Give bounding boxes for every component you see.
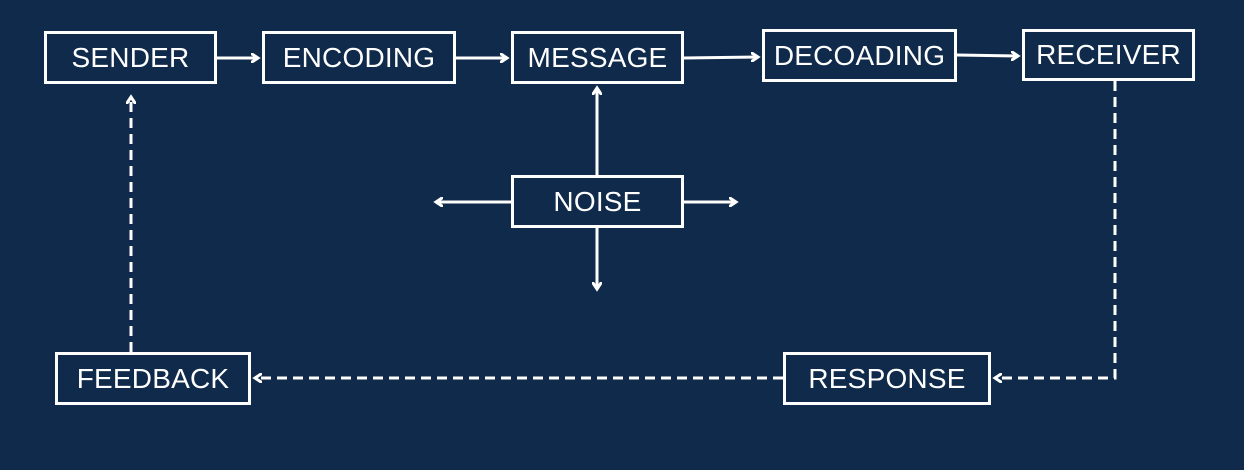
node-receiver: RECEIVER xyxy=(1022,29,1195,81)
node-noise: NOISE xyxy=(511,175,684,228)
edge-message-decoding xyxy=(683,57,758,58)
edge-decoding-receiver xyxy=(956,55,1018,56)
node-message: MESSAGE xyxy=(511,31,684,84)
node-response: RESPONSE xyxy=(783,352,991,405)
node-decoding: DECOADING xyxy=(762,29,957,82)
node-sender: SENDER xyxy=(44,31,217,84)
node-encoding: ENCODING xyxy=(262,31,456,84)
edge-receiver-response xyxy=(995,81,1117,378)
node-feedback: FEEDBACK xyxy=(55,352,251,405)
